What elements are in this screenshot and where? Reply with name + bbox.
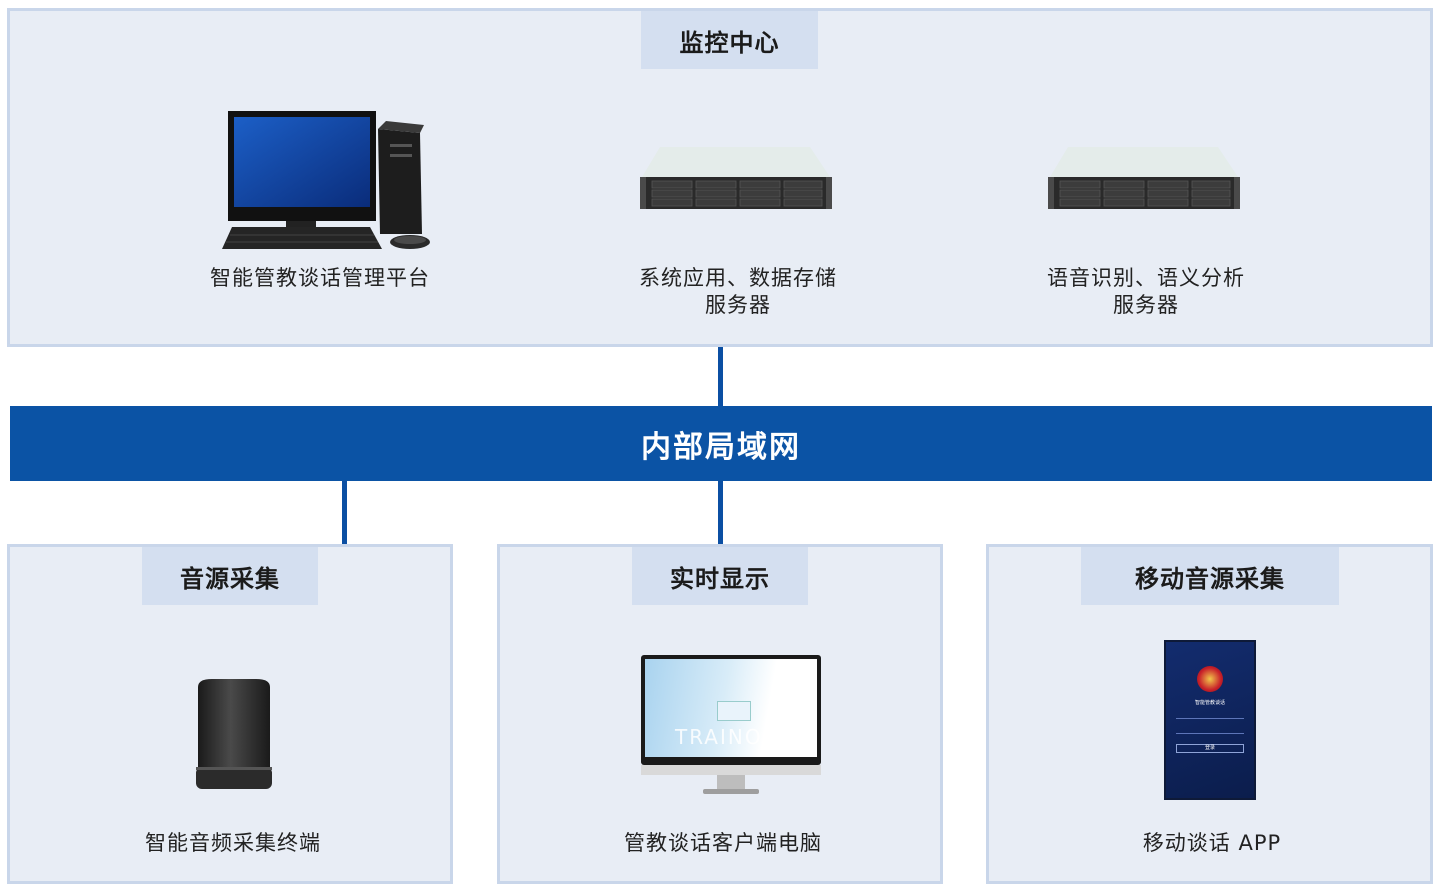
monitor-center-title: 监控中心 — [641, 11, 818, 69]
client-pc-caption: 管教谈话客户端电脑 — [624, 831, 822, 855]
police-badge-icon — [1197, 666, 1223, 692]
phone-app-title: 智能管教谈话 — [1194, 700, 1225, 706]
app-storage-server-caption: 系统应用、数据存储 服务器 — [588, 265, 888, 319]
desktop-pc-icon — [222, 111, 430, 249]
realtime-display-title: 实时显示 — [632, 547, 808, 605]
app-storage-server-caption-line2: 服务器 — [705, 293, 771, 317]
speech-server-caption-line1: 语音识别、语义分析 — [1047, 266, 1245, 290]
app-storage-server-caption-line1: 系统应用、数据存储 — [639, 266, 837, 290]
phone-login-button: 登录 — [1176, 744, 1244, 753]
speech-server-caption: 语音识别、语义分析 服务器 — [996, 265, 1296, 319]
audio-capture-title: 音源采集 — [142, 547, 318, 605]
connector-line-center — [718, 481, 723, 545]
all-in-one-monitor-icon: TRAINO — [641, 655, 821, 799]
screen-watermark: TRAINO — [675, 725, 763, 749]
rack-server-icon — [640, 147, 832, 209]
speech-server-caption-line2: 服务器 — [1113, 293, 1179, 317]
smart-speaker-icon — [196, 679, 272, 789]
monitor-center-panel: 监控中心 智能管教谈话管理平台 — [7, 8, 1433, 347]
mobile-capture-panel: 移动音源采集 智能管教谈话 登录 移动谈话 APP — [986, 544, 1433, 884]
rack-server-icon — [1048, 147, 1240, 209]
mobile-capture-title: 移动音源采集 — [1081, 547, 1339, 605]
mobile-app-caption: 移动谈话 APP — [1142, 831, 1282, 855]
connector-line-top — [718, 347, 723, 406]
audio-terminal-caption: 智能音频采集终端 — [145, 831, 321, 855]
lan-bar: 内部局域网 — [10, 406, 1432, 481]
smartphone-icon: 智能管教谈话 登录 — [1164, 640, 1256, 800]
lan-label: 内部局域网 — [641, 429, 801, 465]
audio-capture-panel: 音源采集 智能音频采集终端 — [7, 544, 453, 884]
connector-line-left — [342, 481, 347, 545]
realtime-display-panel: 实时显示 TRAINO 管教谈话客户端电脑 — [497, 544, 943, 884]
desktop-pc-caption: 智能管教谈话管理平台 — [210, 266, 430, 290]
